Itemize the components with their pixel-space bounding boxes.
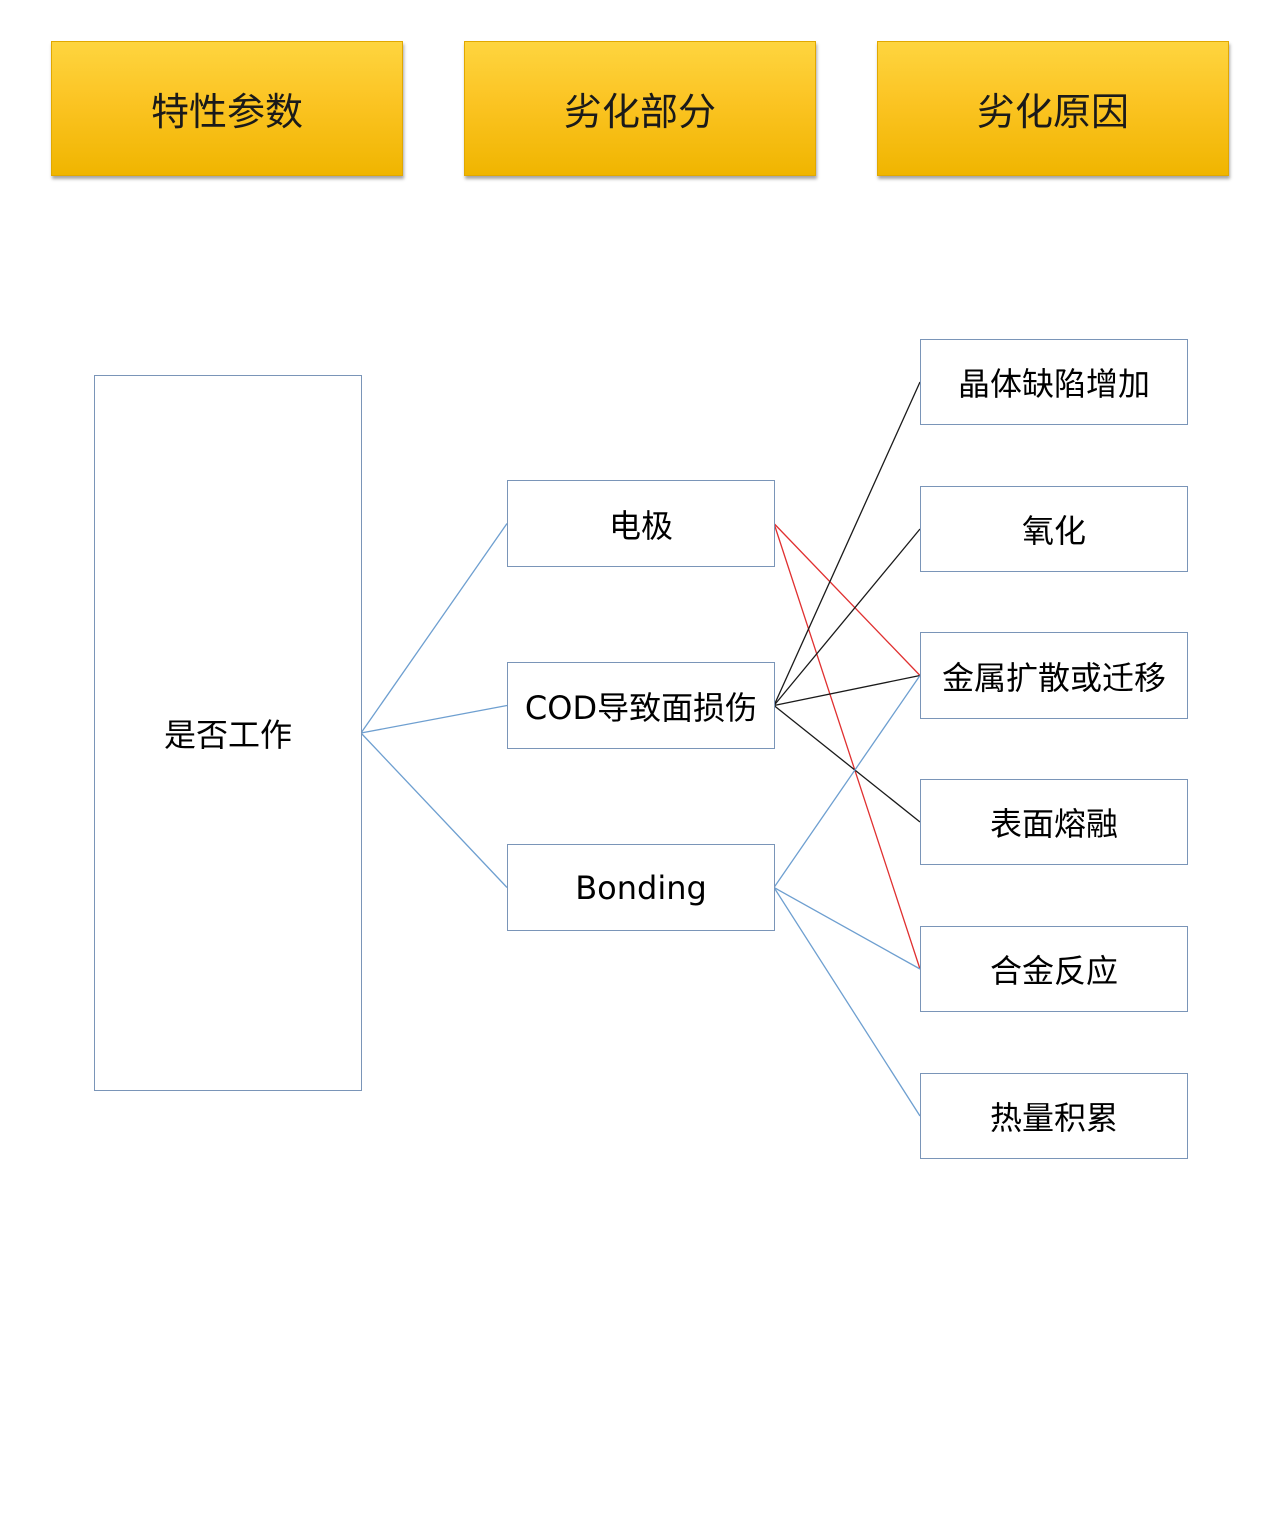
edge-part-0-to-cause-2 <box>773 523 921 676</box>
node-part-cod-facet-damage: COD导致面损伤 <box>507 662 775 749</box>
header-characteristic-params: 特性参数 <box>51 41 403 176</box>
root-part-edges <box>360 523 508 888</box>
node-is-working: 是否工作 <box>94 375 362 1091</box>
edge-part-2-to-cause-4 <box>773 886 921 970</box>
node-part-electrode: 电极 <box>507 480 775 567</box>
edge-part-1-to-cause-3 <box>773 704 921 823</box>
node-cause-crystal-defect: 晶体缺陷增加 <box>920 339 1188 425</box>
node-cause-surface-melting: 表面熔融 <box>920 779 1188 865</box>
part-cause-edges <box>773 381 921 1117</box>
edge-part-1-to-cause-0 <box>773 381 921 706</box>
header-degradation-cause: 劣化原因 <box>877 41 1229 176</box>
edge-root-to-part-1 <box>360 704 508 734</box>
header-degraded-part: 劣化部分 <box>464 41 816 176</box>
edge-part-2-to-cause-5 <box>773 887 921 1117</box>
edge-root-to-part-2 <box>360 732 508 888</box>
node-part-bonding: Bonding <box>507 844 775 931</box>
edge-part-2-to-cause-2 <box>773 675 921 888</box>
node-cause-heat-accumulation: 热量积累 <box>920 1073 1188 1159</box>
node-cause-alloy-reaction: 合金反应 <box>920 926 1188 1012</box>
node-cause-metal-diffusion: 金属扩散或迁移 <box>920 632 1188 719</box>
node-cause-oxidation: 氧化 <box>920 486 1188 572</box>
edge-part-1-to-cause-1 <box>773 528 921 706</box>
edge-part-0-to-cause-4 <box>773 523 921 970</box>
edge-part-1-to-cause-2 <box>773 674 921 707</box>
edge-root-to-part-0 <box>360 523 508 734</box>
